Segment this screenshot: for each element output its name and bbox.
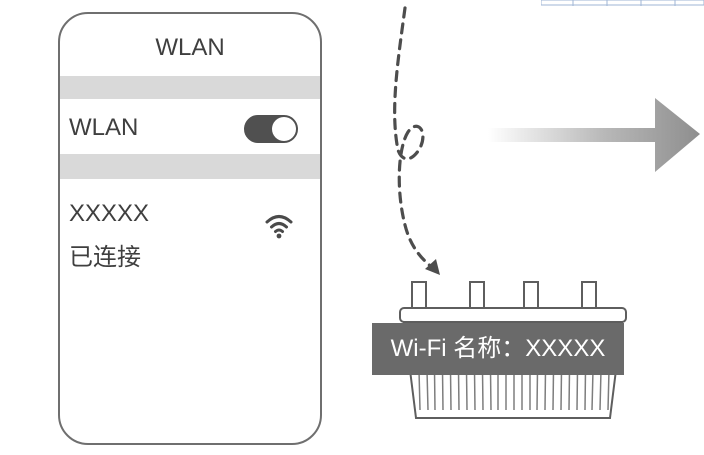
wifi-name-label: Wi-Fi 名称：XXXXX bbox=[372, 323, 624, 375]
arrow-right-icon bbox=[488, 98, 700, 172]
section-divider bbox=[60, 154, 320, 179]
wifi-icon bbox=[265, 215, 293, 239]
network-name[interactable]: XXXXX bbox=[69, 200, 150, 227]
table-fragment bbox=[541, 0, 704, 6]
section-divider bbox=[60, 76, 320, 99]
toggle-knob bbox=[272, 117, 296, 141]
wlan-row-label: WLAN bbox=[69, 114, 139, 141]
network-status: 已连接 bbox=[69, 244, 141, 271]
dashed-arrow-icon bbox=[393, 6, 440, 275]
phone-title: WLAN bbox=[155, 34, 225, 61]
phone-screen: WLAN WLAN XXXXX 已连接 bbox=[58, 12, 322, 445]
wlan-toggle[interactable] bbox=[244, 115, 298, 143]
